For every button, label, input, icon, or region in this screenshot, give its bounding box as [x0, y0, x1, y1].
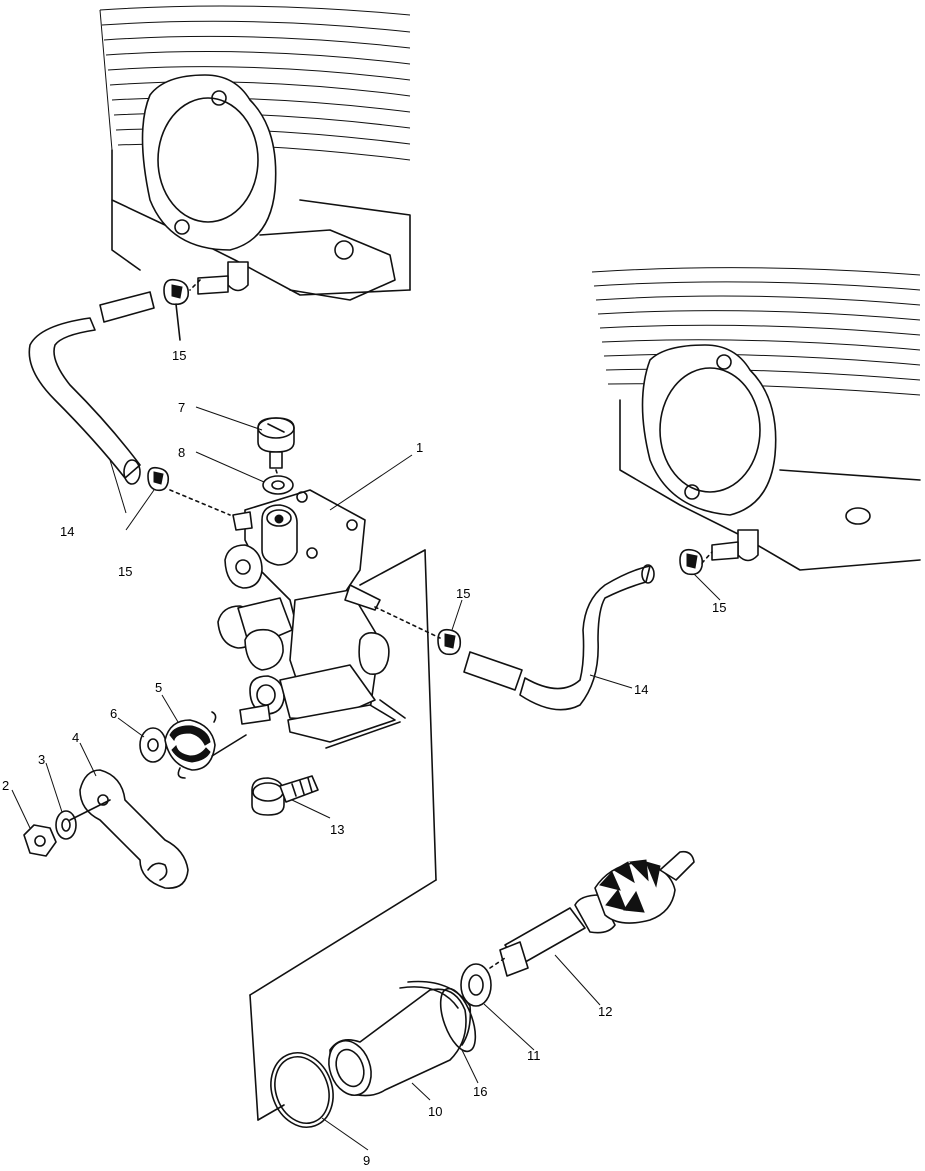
cylinder-right	[591, 267, 921, 571]
mounting-bolt	[251, 775, 319, 816]
callout-15-top-right: 15	[712, 600, 726, 615]
callout-5: 5	[155, 680, 162, 695]
drive-gear-shaft	[499, 850, 695, 977]
callout-9: 9	[363, 1153, 370, 1166]
callout-16: 16	[473, 1084, 487, 1099]
callout-8: 8	[178, 445, 185, 460]
hex-nut	[23, 824, 57, 857]
oil-pump-body	[217, 489, 396, 743]
return-spring	[164, 711, 217, 779]
callout-2: 2	[2, 778, 9, 793]
thrust-washer	[460, 963, 492, 1007]
callout-4: 4	[72, 730, 79, 745]
callout-1: 1	[416, 440, 423, 455]
cylinder-left	[99, 5, 411, 301]
callout-11: 11	[527, 1048, 541, 1063]
callout-13: 13	[330, 822, 344, 837]
leader-lines	[11, 406, 721, 1151]
sealing-washer	[262, 475, 294, 495]
retaining-ring	[270, 1052, 334, 1128]
control-lever	[69, 769, 189, 889]
hose-clamp-mid-left	[147, 466, 170, 492]
callout-7: 7	[178, 400, 185, 415]
o-ring	[439, 987, 477, 1053]
callout-6: 6	[110, 706, 117, 721]
oil-line-left	[28, 291, 155, 485]
pump-housing-sleeve	[328, 980, 472, 1097]
callout-15-top-left: 15	[172, 348, 186, 363]
callout-15-mid-left: 15	[118, 564, 132, 579]
oil-line-right	[463, 564, 655, 711]
callout-14-right: 14	[634, 682, 648, 697]
reference-frame-lines	[169, 279, 713, 1121]
callout-3: 3	[38, 752, 45, 767]
hose-clamp-top-right	[679, 548, 704, 576]
flat-washer	[139, 727, 167, 763]
callout-12: 12	[598, 1004, 612, 1019]
hose-clamp-top-left	[163, 278, 190, 341]
hose-clamp-mid-right	[437, 628, 462, 656]
callout-14-left: 14	[60, 524, 74, 539]
lock-washer	[55, 810, 77, 840]
banjo-bolt	[257, 417, 295, 469]
callout-10: 10	[428, 1104, 442, 1119]
callout-labels: 1 2 3 4 5 6 7 8 9 10 11 12 13 14 14 15 1…	[2, 348, 726, 1168]
callout-15-mid-right: 15	[456, 586, 470, 601]
